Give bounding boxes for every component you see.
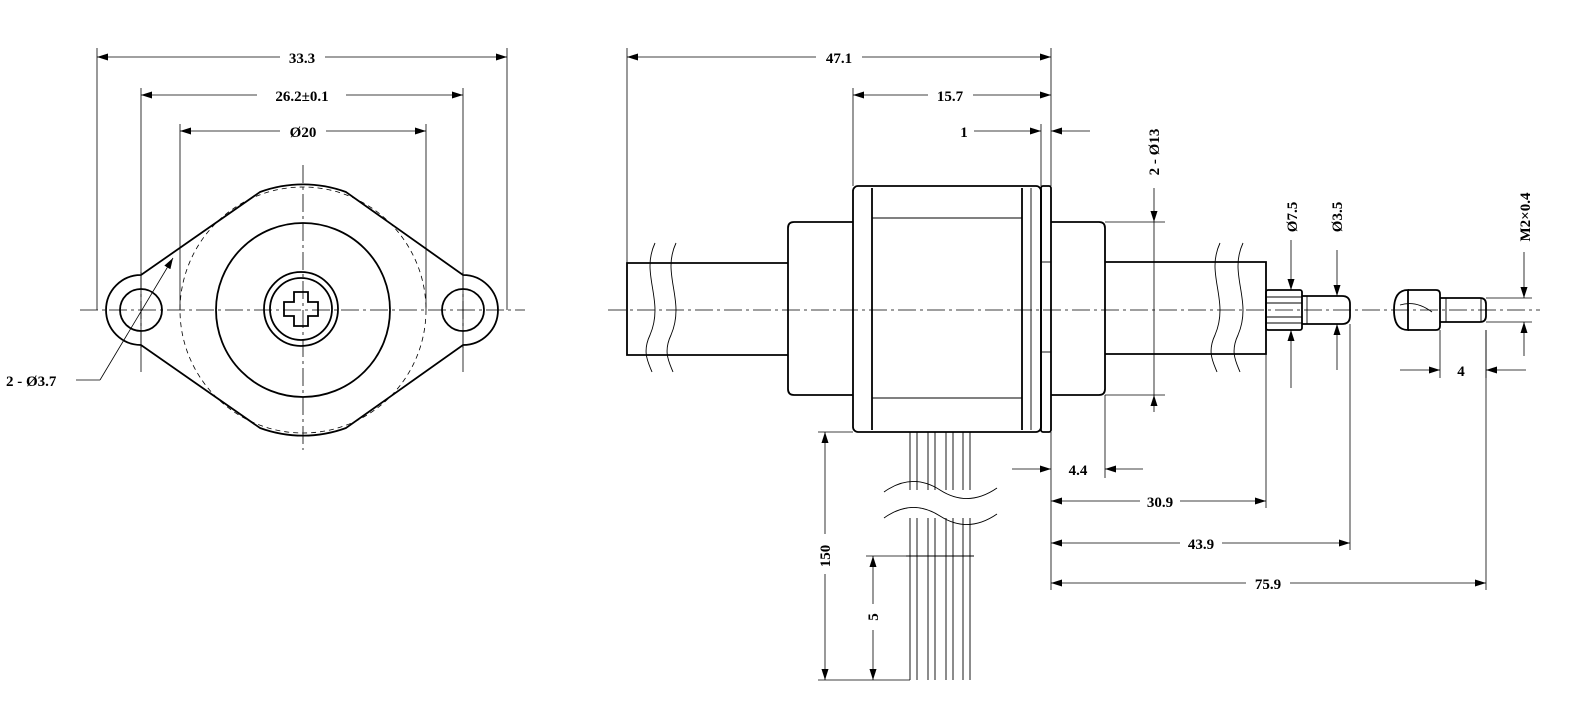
pinion-outer — [263, 271, 339, 347]
dim-boss-offset: 4.4 — [1069, 463, 1088, 479]
dim-thread: M2×0.4 — [1518, 192, 1534, 241]
dim-pinion-diameter: Ø7.5 — [1285, 202, 1301, 232]
rear-shaft — [626, 262, 788, 356]
right-boss — [1051, 221, 1106, 396]
dim-mount-holes: 2 - Ø3.7 — [6, 374, 57, 390]
dim-body-length: 15.7 — [937, 89, 964, 105]
small-shaft — [1302, 295, 1351, 325]
dim-overall-width: 33.3 — [289, 51, 315, 67]
dim-body-diameter: Ø20 — [290, 125, 317, 141]
dim-flange-thickness: 1 — [960, 125, 968, 141]
boss-circle — [215, 222, 391, 398]
dim-hole-spacing: 26.2±0.1 — [275, 89, 328, 105]
left-boss — [787, 221, 853, 396]
dim-shaft-diameter: Ø3.5 — [1330, 202, 1346, 232]
dim-30-9: 30.9 — [1147, 495, 1173, 511]
lead-wires — [883, 432, 998, 680]
dim-boss-diameter: 2 - Ø13 — [1147, 129, 1163, 176]
pinion-inner — [269, 277, 333, 341]
shaft-cross-icon — [283, 291, 319, 327]
dim-75-9: 75.9 — [1255, 577, 1281, 593]
front-flange — [1040, 185, 1052, 433]
motor-body — [852, 185, 1042, 433]
threaded-shaft — [1393, 289, 1409, 331]
output-shaft — [1105, 261, 1267, 355]
front-view: 33.3 26.2±0.1 Ø20 2 - Ø3.7 — [6, 48, 525, 450]
side-view: 47.1 15.7 1 2 - Ø13 Ø7.5 Ø3.5 M2×0. — [608, 48, 1540, 681]
dim-overall-length: 47.1 — [826, 51, 852, 67]
dim-lead-strip: 5 — [866, 613, 882, 621]
dim-43-9: 43.9 — [1188, 537, 1214, 553]
dim-thread-length: 4 — [1457, 364, 1465, 380]
dim-lead-length: 150 — [818, 545, 834, 568]
